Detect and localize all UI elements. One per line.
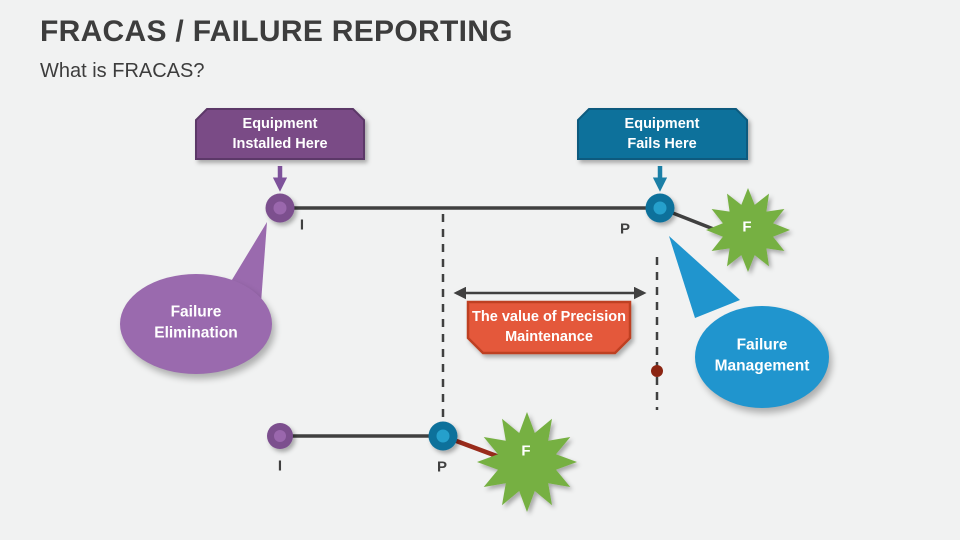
fail-node-top (645, 193, 675, 223)
equipment-fails-label: Equipment Fails Here (624, 116, 700, 152)
equipment-installed-label: Equipment Installed Here (232, 116, 328, 152)
management-bubble-tail (669, 236, 740, 318)
precision-node-bottom (428, 421, 458, 451)
install-node-bottom (267, 423, 293, 449)
slide-title: FRACAS / FAILURE REPORTING (40, 15, 513, 48)
failure-point-dot (651, 365, 663, 377)
equipment-installed-banner (195, 108, 365, 160)
failure-f-label-top: F (742, 218, 752, 236)
install-point-label-bottom: I (277, 457, 283, 475)
failure-elimination-label: Failure Elimination (154, 303, 238, 342)
slide-subtitle: What is FRACAS? (40, 60, 205, 82)
fail-point-label-top: P (619, 220, 631, 238)
failure-elimination-bubble (120, 274, 272, 374)
precision-value-label: The value of Precision Maintenance (472, 309, 626, 345)
install-point-label-top: I (299, 216, 305, 234)
failure-f-label-bottom: F (521, 442, 531, 460)
failure-starburst-top (706, 188, 790, 272)
install-node-top (265, 193, 295, 223)
failure-management-bubble (695, 306, 829, 408)
precision-point-label-bottom: P (436, 458, 448, 476)
failure-management-label: Failure Management (714, 336, 810, 375)
failure-starburst-bottom (477, 412, 577, 512)
precision-value-box (466, 300, 632, 355)
equipment-fails-banner (577, 108, 748, 160)
